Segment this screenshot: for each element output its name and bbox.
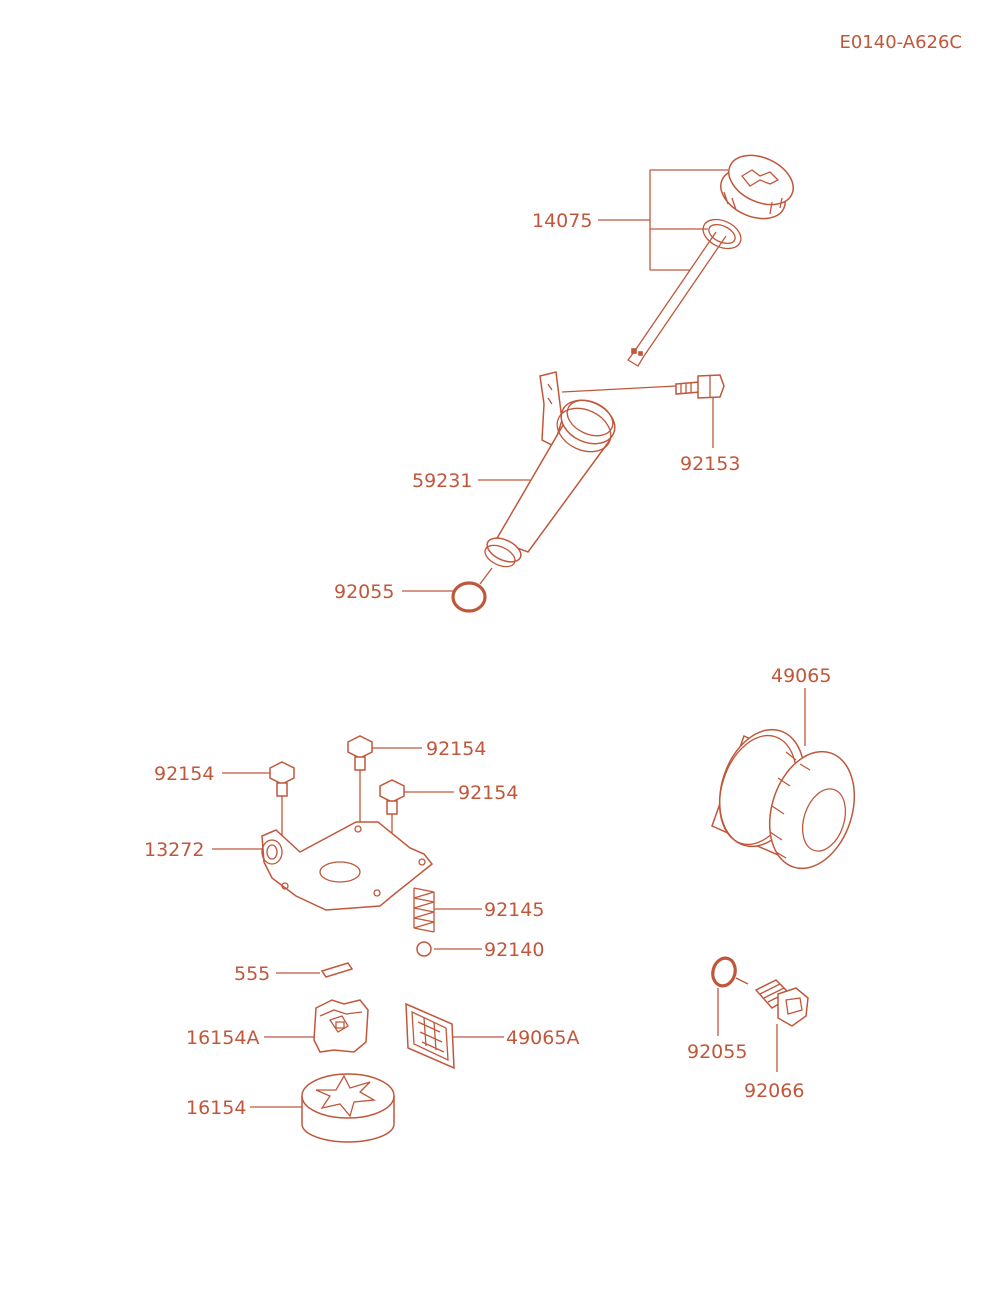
part-label-92145: 92145 [484, 899, 544, 921]
drain-plug-part [754, 979, 809, 1027]
part-label-92055: 92055 [334, 581, 394, 603]
spring-part [413, 887, 435, 933]
part-label-16154: 16154 [186, 1097, 246, 1119]
part-label-92154-right: 92154 [458, 782, 518, 804]
reference-code: E0140-A626C [839, 32, 962, 53]
part-label-92066: 92066 [744, 1080, 804, 1102]
part-label-49065A: 49065A [506, 1027, 579, 1049]
part-label-92140: 92140 [484, 939, 544, 961]
part-label-16154A: 16154A [186, 1027, 259, 1049]
oil-filter-part [711, 728, 856, 870]
pin-part [320, 962, 354, 978]
fill-tube-part [484, 371, 616, 568]
screen-part [405, 1002, 455, 1070]
bolt-part [269, 761, 295, 797]
part-label-92153: 92153 [680, 453, 740, 475]
bolt-part [675, 374, 725, 399]
part-label-14075: 14075 [532, 210, 592, 232]
part-label-49065: 49065 [771, 665, 831, 687]
part-label-555: 555 [234, 963, 270, 985]
part-label-13272: 13272 [144, 839, 204, 861]
part-label-92154-left: 92154 [154, 763, 214, 785]
leader-line [561, 385, 677, 393]
part-label-92055-lower: 92055 [687, 1041, 747, 1063]
part-label-92154-top: 92154 [426, 738, 486, 760]
bolt-part [347, 735, 373, 771]
o-ring-part [711, 956, 737, 988]
bolt-part [379, 779, 405, 815]
leader-line [479, 567, 493, 585]
leader-line [735, 977, 749, 985]
ball-part [416, 941, 432, 957]
outer-rotor-part [301, 1073, 395, 1143]
pump-cover-part [261, 821, 434, 911]
inner-rotor-part [313, 999, 369, 1053]
part-label-59231: 59231 [412, 470, 472, 492]
o-ring-part [451, 581, 487, 613]
dipstick-part [627, 154, 794, 367]
